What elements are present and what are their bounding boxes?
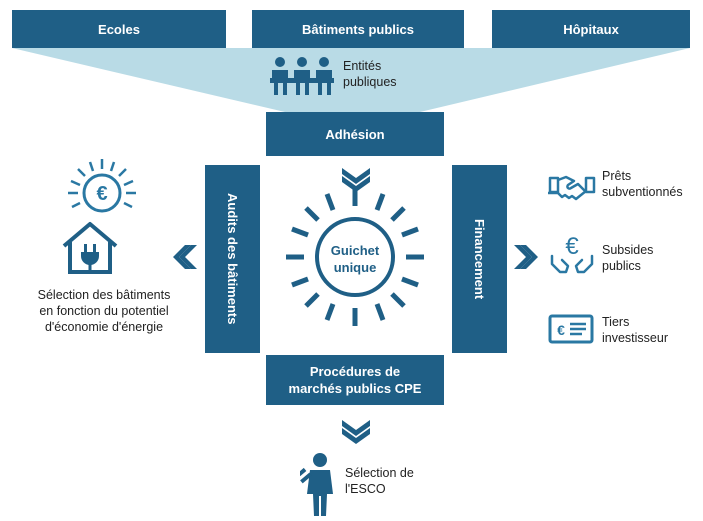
procurement-label-line2: marchés publics CPE: [288, 381, 422, 396]
house-plug-icon: [62, 222, 118, 274]
financing-option-loans: Prêts subventionnés: [602, 169, 683, 199]
sun-icon: [286, 188, 424, 326]
building-selection-label: Sélection des bâtiments en fonction du p…: [37, 288, 171, 334]
header-schools: Ecoles: [12, 10, 226, 48]
adhesion-box: Adhésion: [266, 112, 444, 156]
financing-box: Financement: [452, 165, 507, 353]
euro-hands-icon: €: [550, 233, 594, 274]
worker-wrench-icon: [300, 453, 333, 516]
procurement-label-line1: Procédures de: [309, 364, 401, 379]
chevron-left-icon: [173, 245, 197, 269]
adhesion-label: Adhésion: [325, 126, 385, 142]
svg-text:€: €: [557, 322, 565, 338]
handshake-icon: [548, 175, 596, 201]
header-hospitals: Hôpitaux: [492, 10, 690, 48]
financing-label: Financement: [472, 218, 487, 300]
audits-label: Audits des bâtiments: [225, 193, 240, 325]
svg-text:€: €: [565, 233, 579, 260]
header-hospitals-label: Hôpitaux: [563, 21, 619, 37]
header-public-buildings: Bâtiments publics: [252, 10, 464, 48]
audits-box: Audits des bâtiments: [205, 165, 260, 353]
header-schools-label: Ecoles: [98, 21, 140, 37]
procurement-box: Procédures de marchés publics CPE: [266, 355, 444, 405]
financing-option-subsidies: Subsides publics: [602, 243, 654, 273]
one-stop-shop-label: Guichet unique: [330, 243, 380, 275]
people-meeting-icon: [270, 57, 334, 95]
financing-option-third-party: Tiers investisseur: [602, 315, 668, 345]
public-entities-label: Entités publiques: [343, 59, 397, 89]
header-public-buildings-label: Bâtiments publics: [302, 21, 414, 37]
svg-text:€: €: [96, 183, 107, 205]
euro-card-icon: €: [548, 314, 594, 344]
esco-selection-label: Sélection de l'ESCO: [345, 466, 414, 496]
euro-sun-icon: €: [68, 159, 136, 213]
chevron-right-icon: [514, 245, 538, 269]
chevron-down-icon-2: [342, 420, 370, 444]
